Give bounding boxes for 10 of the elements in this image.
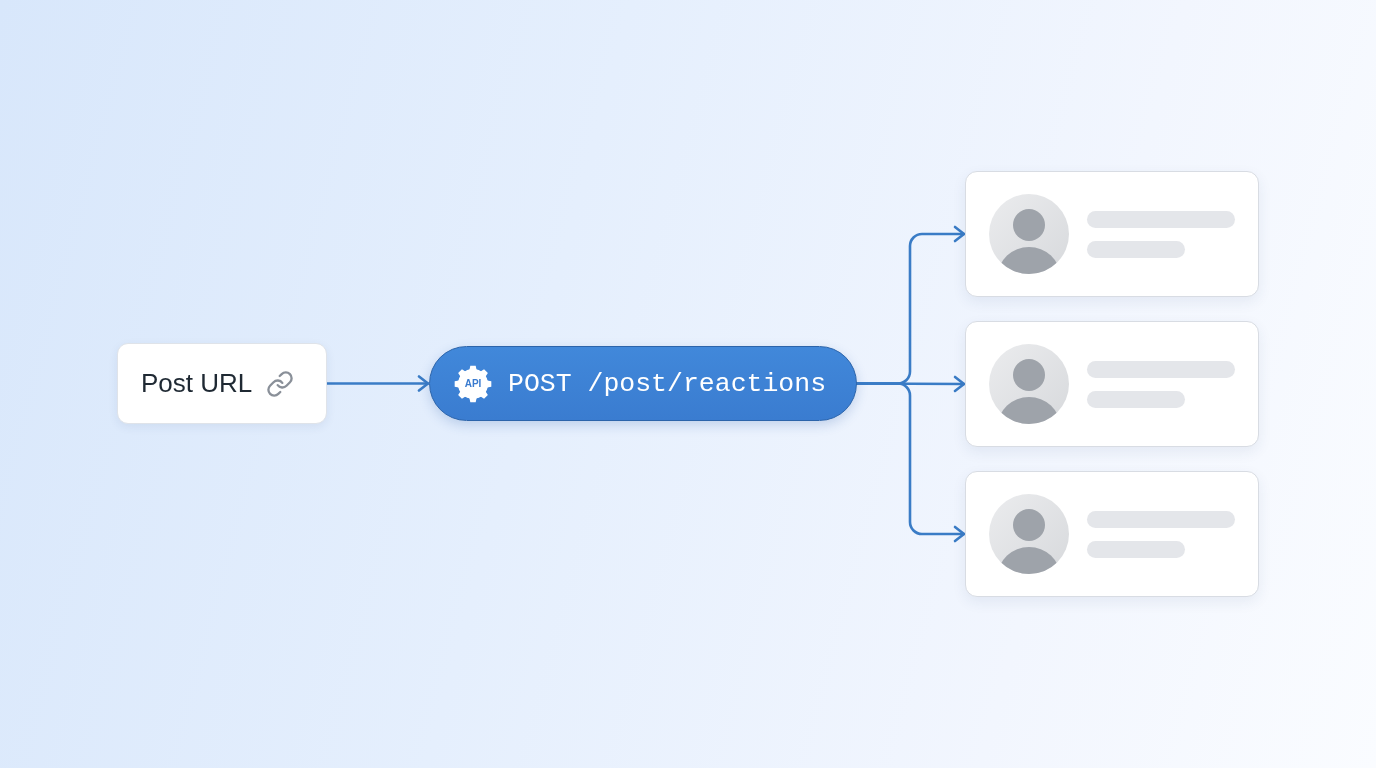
profile-card bbox=[965, 321, 1259, 447]
connector-arrow bbox=[855, 382, 966, 543]
endpoint-label: POST /post/reactions bbox=[508, 368, 827, 399]
endpoint-pill bbox=[429, 346, 857, 421]
profile-card bbox=[965, 171, 1259, 297]
node-label: Post URL bbox=[141, 368, 253, 399]
connector-arrow bbox=[325, 375, 430, 392]
input-box bbox=[117, 343, 327, 424]
gear-icon: API bbox=[454, 364, 492, 403]
profile-card bbox=[965, 471, 1259, 597]
